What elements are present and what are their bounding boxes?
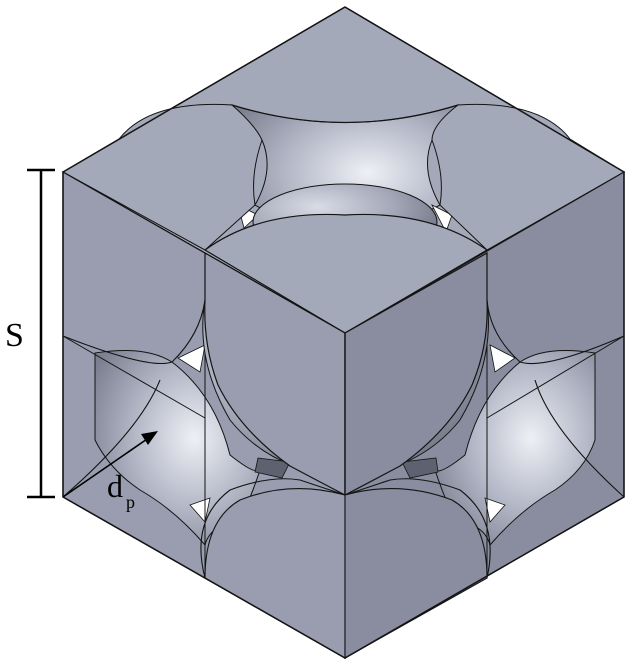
left-face-void [177, 344, 206, 373]
right-cap-front-seam [344, 478, 491, 579]
dimension-s: S [5, 168, 55, 499]
left-face-mid-line [62, 335, 206, 419]
top-cap-right-seam [431, 103, 625, 251]
lower-cap-left [204, 488, 346, 659]
top-cap-left-seam [61, 103, 263, 251]
top-cap-back-seam [231, 104, 459, 124]
front-block-right [344, 251, 488, 496]
right-face-mid-line [486, 335, 625, 419]
cube-outline [62, 6, 625, 659]
diameter-label-subscript: p [126, 492, 135, 512]
front-block-left [204, 251, 346, 496]
left-cap-top-seam [62, 299, 206, 365]
diameter-arrowhead [141, 431, 158, 445]
diameter-label: d [107, 468, 123, 504]
left-cap-bottom-seam [62, 379, 161, 498]
pore-shadow-right [401, 457, 439, 479]
diameter-annotation: d p [62, 431, 158, 512]
right-cap-top-seam [486, 299, 625, 365]
right-cap-bottom-seam [534, 379, 625, 498]
top-face-void-right [431, 204, 453, 234]
left-cap-front-seam [200, 478, 346, 579]
right-face-void [489, 344, 516, 373]
top-cap-front [203, 213, 489, 334]
pore-shadow-left [254, 457, 291, 479]
lower-cap-right [344, 488, 488, 659]
diameter-arrow-line [62, 436, 151, 498]
dimension-s-label: S [5, 317, 24, 354]
front-corner-block [202, 251, 489, 659]
cube-silhouette [62, 6, 625, 659]
